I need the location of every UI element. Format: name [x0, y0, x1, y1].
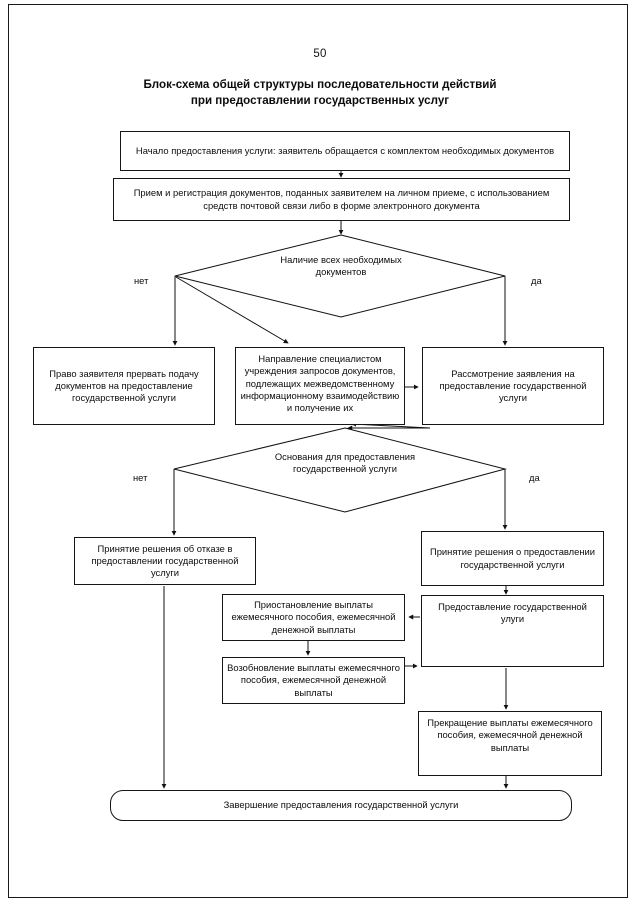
node-registration[interactable]: Прием и регистрация документов, поданных…: [113, 178, 570, 221]
node-end[interactable]: Завершение предоставления государственно…: [110, 790, 572, 821]
decision-grounds-yes-label: да: [529, 472, 540, 483]
node-payment-suspension[interactable]: Приостановление выплаты ежемесячного пос…: [222, 594, 405, 641]
node-grant-decision[interactable]: Принятие решения о предоставлении госуда…: [421, 531, 604, 586]
decision-grounds-no-label: нет: [133, 472, 148, 483]
page-title: Блок-схема общей структуры последователь…: [120, 77, 520, 108]
page-title-line-1: Блок-схема общей структуры последователь…: [143, 78, 497, 91]
decision-grounds-label-line-1: Основания для предоставления: [274, 451, 416, 462]
node-application-review[interactable]: Рассмотрение заявления на предоставление…: [422, 347, 604, 425]
connector-decision-to-interagency: [175, 276, 289, 344]
decision-docs-yes-label: да: [531, 275, 542, 286]
node-service-provision[interactable]: Предоставление государственной улуги: [421, 595, 604, 667]
decision-docs-no-label: нет: [134, 275, 149, 286]
node-payment-resumption[interactable]: Возобновление выплаты ежемесячного пособ…: [222, 657, 405, 704]
node-payment-termination[interactable]: Прекращение выплаты ежемесячного пособия…: [418, 711, 602, 776]
decision-docs-label: Наличие всех необходимых документов: [241, 254, 441, 279]
decision-grounds-label: Основания для предоставления государстве…: [245, 451, 445, 476]
node-start[interactable]: Начало предоставления услуги: заявитель …: [120, 131, 570, 171]
node-refusal-decision[interactable]: Принятие решения об отказе в предоставле…: [74, 537, 256, 585]
decision-grounds-diamond: [173, 427, 507, 513]
decision-docs-label-line-2: документов: [315, 266, 367, 278]
page-number: 50: [313, 48, 327, 60]
decision-grounds-label-line-2: государственной услуги: [293, 463, 397, 475]
node-right-to-interrupt[interactable]: Право заявителя прервать подачу документ…: [33, 347, 215, 425]
decision-docs-diamond: [174, 234, 506, 318]
node-interagency-requests[interactable]: Направление специалистом учреждения запр…: [235, 347, 405, 425]
decision-docs-label-line-1: Наличие всех необходимых: [280, 254, 402, 265]
page-border-frame: [8, 4, 628, 898]
page-title-line-2: при предоставлении государственных услуг: [190, 93, 450, 107]
